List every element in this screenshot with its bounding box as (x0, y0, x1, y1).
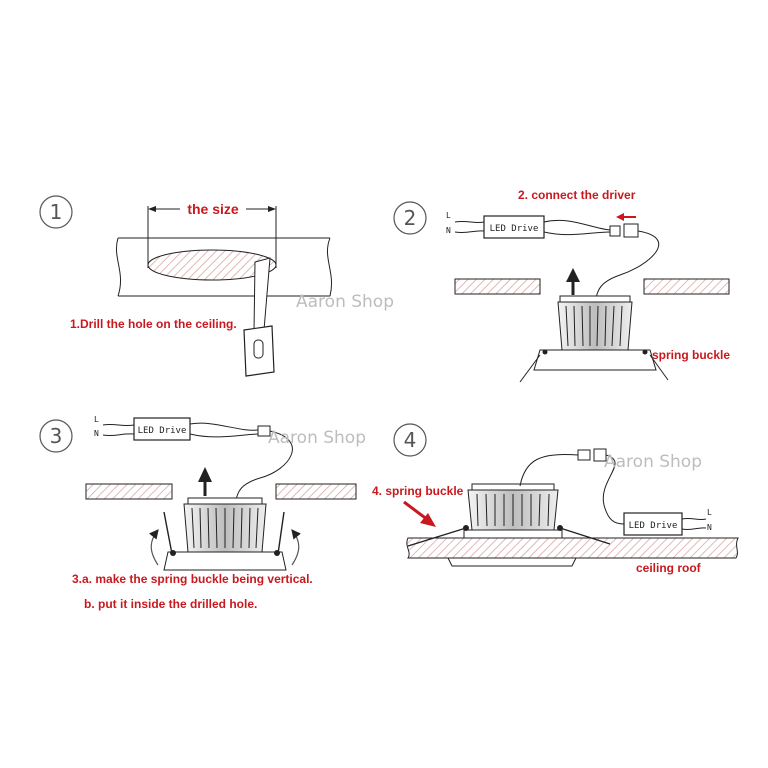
driver-line-l-4: L (707, 508, 712, 517)
drill-tool (254, 258, 270, 332)
step-2: 2 2. connect the driver L N LED Drive (394, 188, 730, 382)
led-driver-label: LED Drive (490, 224, 539, 234)
watermark-1: Aaron Shop (296, 292, 394, 312)
spring-buckle-label: spring buckle (652, 348, 730, 362)
ceiling-roof-label: ceiling roof (636, 561, 702, 575)
driver-line-n: N (446, 226, 451, 235)
step-3-label-b: b. put it inside the drilled hole. (84, 597, 257, 611)
up-arrow-head-3 (198, 467, 212, 482)
step-4-number: 4 (404, 428, 417, 452)
ceiling-right-3 (276, 484, 356, 499)
drill-handle (244, 326, 274, 376)
size-label: the size (187, 201, 239, 217)
size-arrow-left (148, 206, 156, 212)
step-3-label-a: 3.a. make the spring buckle being vertic… (72, 572, 313, 586)
led-driver-label-4: LED Drive (629, 521, 678, 531)
spring-buckle-pointer (404, 502, 428, 520)
watermark-2: Aaron Shop (268, 428, 366, 448)
downlight (520, 296, 668, 382)
driver-input-wires-3 (103, 424, 134, 435)
ceiling-left (455, 279, 540, 294)
driver-line-n-3: N (94, 429, 99, 438)
ceiling-roof-board (407, 538, 738, 558)
size-arrow-right (268, 206, 276, 212)
driver-line-l-3: L (94, 415, 99, 424)
driver-input-wires (455, 221, 484, 232)
driver-output-wires (544, 220, 610, 234)
step-3-number: 3 (50, 424, 63, 448)
ceiling-left-3 (86, 484, 172, 499)
step-4: 4 ceiling roof LED Drive L N 4. spring b… (372, 424, 738, 575)
driver-line-n-4: N (707, 523, 712, 532)
led-driver-label-3: LED Drive (138, 426, 187, 436)
ceiling-right (644, 279, 729, 294)
driver-line-l: L (446, 211, 451, 220)
step-2-label: 2. connect the driver (518, 188, 636, 202)
step-1-number: 1 (50, 200, 63, 224)
downlight-3 (151, 498, 299, 570)
step-2-number: 2 (404, 206, 417, 230)
up-arrow-head (566, 268, 580, 282)
wire-connector (610, 226, 620, 236)
lamp-cable-4 (520, 454, 578, 486)
wire-connector-4 (578, 450, 590, 460)
driver-output-wires-3 (190, 423, 258, 437)
step-4-label: 4. spring buckle (372, 484, 464, 498)
connect-arrow-head (616, 213, 624, 221)
step-1-label: 1.Drill the hole on the ceiling. (70, 317, 237, 331)
step-1: 1 the size 1.Drill the hole on the ceili… (40, 196, 332, 376)
watermark-3: Aaron Shop (604, 452, 702, 472)
driver-input-wires-4 (682, 518, 706, 529)
wire-connector-plug (624, 224, 638, 237)
